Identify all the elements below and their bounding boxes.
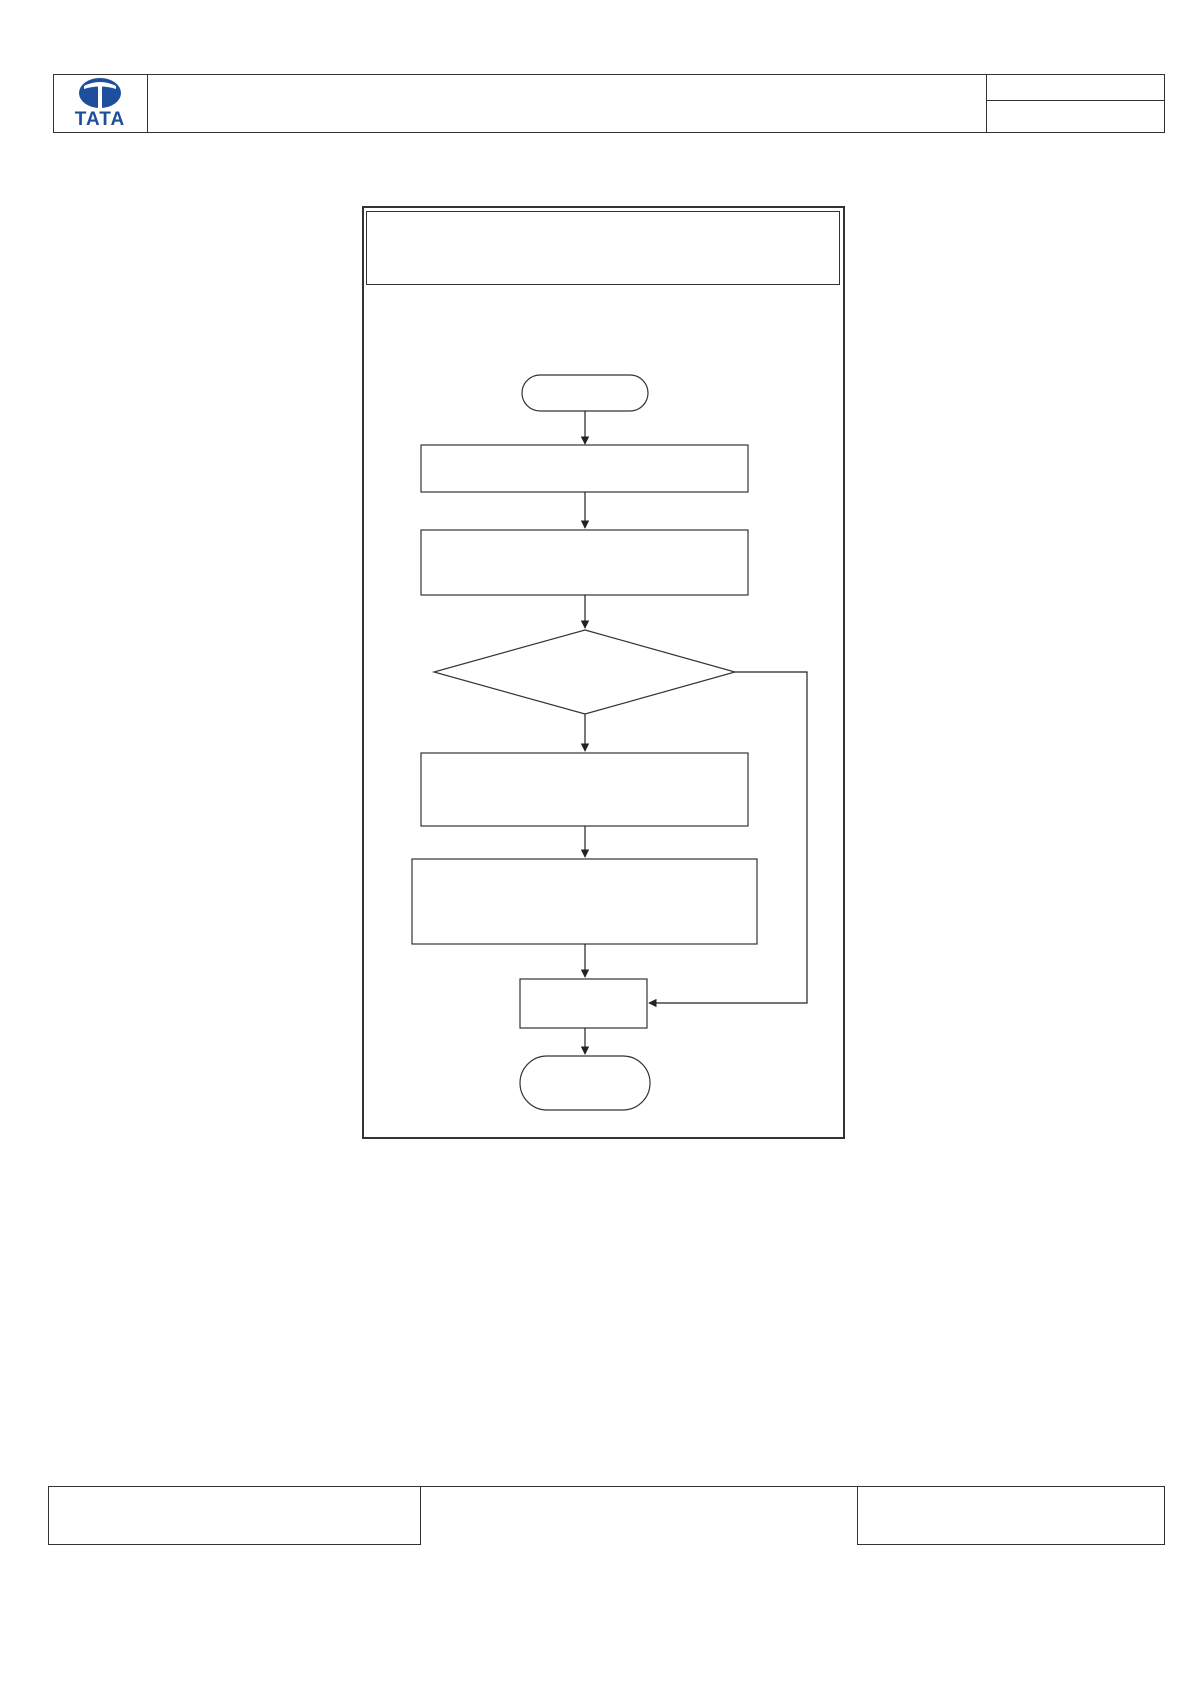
header-logo-cell: TATA	[53, 74, 148, 133]
step5-label	[520, 979, 647, 1028]
start-label	[522, 375, 648, 411]
footer-left-box	[48, 1486, 421, 1545]
flowchart-title-box	[366, 211, 840, 285]
tata-logo-icon	[79, 78, 121, 108]
step2-label	[421, 530, 748, 595]
footer-right-box	[857, 1486, 1165, 1545]
logo-text: TATA	[74, 109, 126, 130]
decision-branch-connector	[648, 671, 808, 1008]
header-doc-no-cell	[986, 74, 1165, 101]
decision-label	[484, 652, 684, 692]
end-terminator	[519, 1055, 651, 1111]
process-box-5	[519, 978, 648, 1029]
step3-label	[421, 753, 748, 826]
process-box-3	[420, 752, 749, 827]
end-label	[520, 1056, 650, 1110]
process-box-4	[411, 858, 758, 945]
process-box-2	[420, 529, 749, 596]
flowchart-frame	[362, 206, 845, 1139]
footer-center-area	[421, 1486, 857, 1545]
header-rev-no-cell	[986, 101, 1165, 133]
header-table	[53, 74, 1165, 133]
step4-label	[412, 859, 757, 944]
step1-label	[421, 445, 748, 492]
process-box-1	[420, 444, 749, 493]
